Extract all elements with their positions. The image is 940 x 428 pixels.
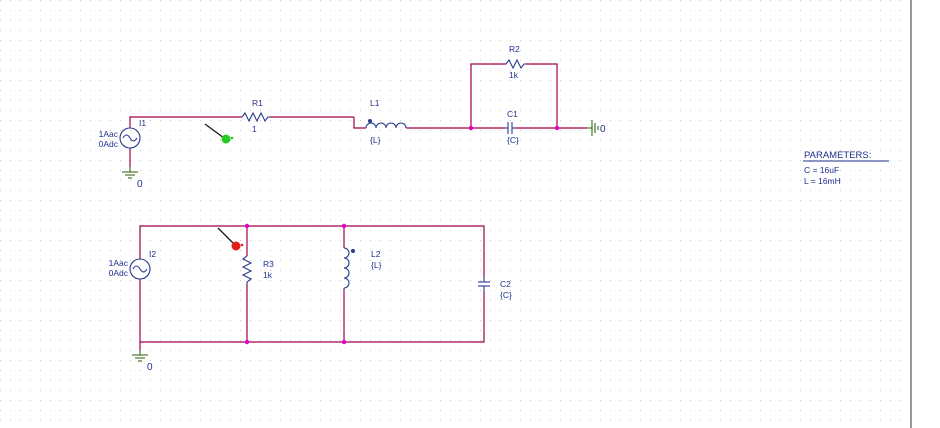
i1-ac-label: 1Aac: [99, 129, 119, 139]
parameters-title: PARAMETERS:: [804, 150, 871, 161]
ground-label-i1: 0: [137, 179, 143, 190]
r1-ref-label: R1: [252, 98, 263, 108]
junction-dot: [341, 223, 347, 229]
c2-ref-label: C2: [500, 279, 511, 289]
ground-label-i2: 0: [147, 362, 153, 373]
l2-value-label: {L}: [371, 260, 382, 270]
i2-dc-label: 0Adc: [109, 268, 129, 278]
l1-ref-label: L1: [370, 98, 380, 108]
inductor-l1[interactable]: [365, 119, 407, 129]
i1-ref-label: I1: [139, 118, 146, 128]
current-source-i1[interactable]: [119, 127, 141, 149]
resistor-r1[interactable]: [241, 111, 270, 123]
inductor-dot-marker: [351, 249, 355, 253]
wire-r2-right[interactable]: [526, 63, 558, 128]
current-probe-red[interactable]: [217, 227, 244, 251]
r2-ref-label: R2: [509, 44, 520, 54]
r2-value-label: 1k: [509, 70, 519, 80]
resistor-r2[interactable]: [505, 58, 526, 70]
parameters-block[interactable]: PARAMETERS: C = 16uF L = 16mH: [803, 150, 889, 186]
c1-value-label: {C}: [507, 135, 519, 145]
wire-bottom-rail[interactable]: [139, 279, 485, 343]
ground-symbol-i1[interactable]: [122, 167, 138, 179]
junction-dot: [554, 125, 560, 131]
junction-dot: [244, 339, 250, 345]
junction-dot: [244, 223, 250, 229]
parameter-entry-c: C = 16uF: [804, 165, 839, 175]
i2-ref-label: I2: [149, 249, 156, 259]
l1-value-label: {L}: [370, 135, 381, 145]
l2-ref-label: L2: [371, 249, 381, 259]
ground-symbol-i2[interactable]: [132, 350, 148, 362]
junction-dot: [468, 125, 474, 131]
voltage-probe-green[interactable]: [204, 123, 234, 144]
c1-ref-label: C1: [507, 109, 518, 119]
grid-background: [0, 0, 910, 428]
inductor-l2[interactable]: [343, 247, 355, 289]
resistor-r3[interactable]: [241, 255, 253, 284]
ground-symbol-right[interactable]: [587, 120, 599, 136]
wire-source-to-r1[interactable]: [129, 116, 242, 127]
r3-ref-label: R3: [263, 259, 274, 269]
i2-ac-label: 1Aac: [109, 258, 129, 268]
inductor-dot-marker: [368, 119, 372, 123]
circuit-1: I1 1Aac 0Adc 0 R1 1 L1 {L} R2 1k: [99, 44, 606, 190]
capacitor-c1[interactable]: [505, 122, 515, 134]
r1-value-label: 1: [252, 124, 257, 134]
i1-dc-label: 0Adc: [99, 139, 119, 149]
current-source-i2[interactable]: [129, 258, 151, 280]
capacitor-c2[interactable]: [478, 277, 490, 291]
c2-value-label: {C}: [500, 290, 512, 300]
wire-r2-left[interactable]: [470, 63, 506, 128]
wire-top-rail[interactable]: [139, 225, 485, 277]
junction-dot: [341, 339, 347, 345]
parameter-entry-l: L = 16mH: [804, 176, 841, 186]
circuit-2: I2 1Aac 0Adc 0 R3 1k L2 {L} C2: [109, 223, 512, 373]
wire-l1-left[interactable]: [353, 117, 366, 129]
r3-value-label: 1k: [263, 270, 273, 280]
ground-label-right: 0: [600, 124, 606, 135]
